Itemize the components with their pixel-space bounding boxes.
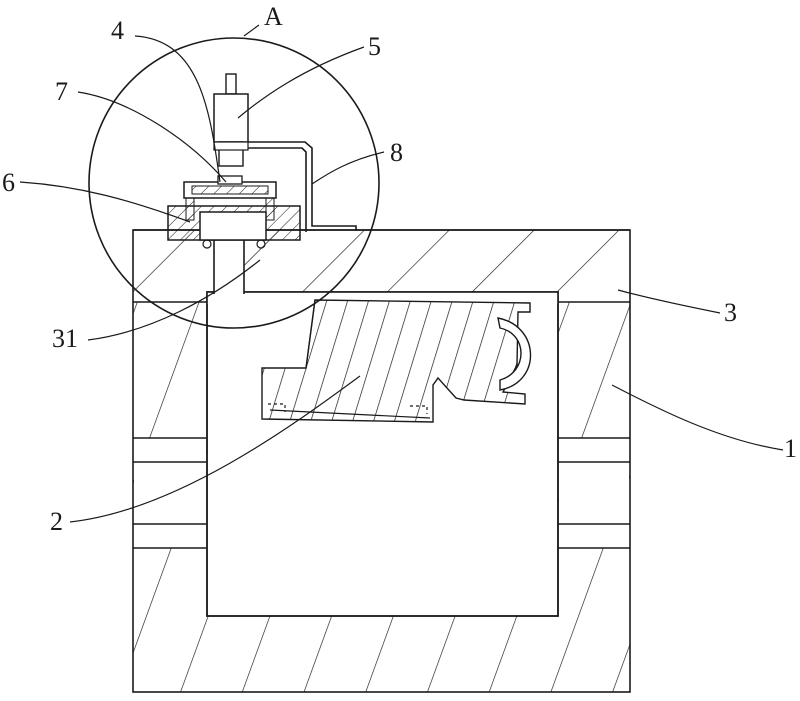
label-part-5: 5 [368,34,381,60]
label-part-31: 31 [52,326,78,352]
label-part-2: 2 [50,509,63,535]
label-part-8: 8 [390,140,403,166]
leader-a [244,25,259,36]
shaft-part-31 [214,238,244,294]
label-part-4: 4 [111,18,124,44]
label-part-1: 1 [784,436,797,462]
probe-part-5 [214,74,248,166]
label-detail-a: A [264,4,283,30]
top-cover-part-3 [133,230,630,616]
leader-5 [238,47,364,118]
label-part-7: 7 [55,79,68,105]
leader-3 [618,290,720,313]
label-part-3: 3 [724,300,737,326]
leader-1 [612,385,783,450]
label-part-6: 6 [2,170,15,196]
inner-core-part-2 [262,300,531,422]
leader-7 [78,92,226,182]
leader-6 [20,182,190,222]
leader-4 [135,36,220,182]
leader-8 [312,152,384,184]
